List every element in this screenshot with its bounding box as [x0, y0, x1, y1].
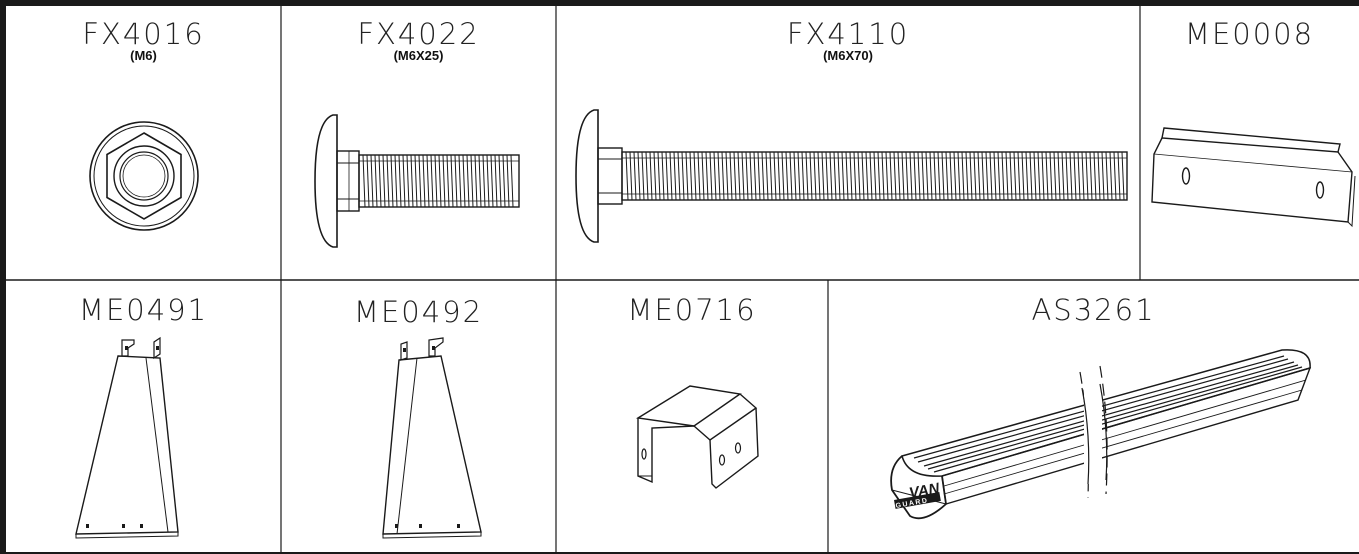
part-cell-me0491: ME0491 [6, 280, 281, 554]
angle-bracket-icon [1151, 127, 1356, 228]
part-cell-me0716: ME0716 [556, 280, 828, 554]
part-cell-fx4016: FX4016 (M6) [6, 6, 281, 280]
part-code: ME0491 [78, 293, 209, 327]
part-code: ME0716 [627, 293, 757, 327]
part-cell-me0008: ME0008 [1140, 6, 1359, 280]
u-bracket-icon [635, 385, 759, 489]
tapered-leg-bracket-icon [75, 336, 179, 539]
brand-logo: VAN GUARD [894, 480, 942, 510]
part-cell-as3261: AS3261 [828, 280, 1359, 554]
part-size: (M6X70) [823, 48, 873, 63]
part-size: (M6) [130, 48, 157, 63]
roof-bar-icon: VAN GUARD [890, 349, 1312, 520]
carriage-bolt-short-icon [314, 114, 520, 248]
part-code: FX4022 [357, 17, 480, 51]
part-cell-me0492: ME0492 [281, 280, 556, 554]
part-code: ME0492 [353, 295, 484, 329]
flange-nut-icon [89, 121, 199, 231]
part-cell-fx4022: FX4022 (M6X25) [281, 6, 556, 280]
tapered-leg-bracket-icon [382, 337, 482, 539]
part-code: FX4110 [786, 17, 910, 51]
part-code: ME0008 [1184, 17, 1315, 51]
carriage-bolt-long-icon [575, 109, 1128, 243]
part-cell-fx4110: FX4110 (M6X70) [556, 6, 1140, 280]
part-code: FX4016 [82, 17, 205, 51]
part-code: AS3261 [1031, 293, 1156, 327]
part-size: (M6X25) [393, 48, 444, 63]
